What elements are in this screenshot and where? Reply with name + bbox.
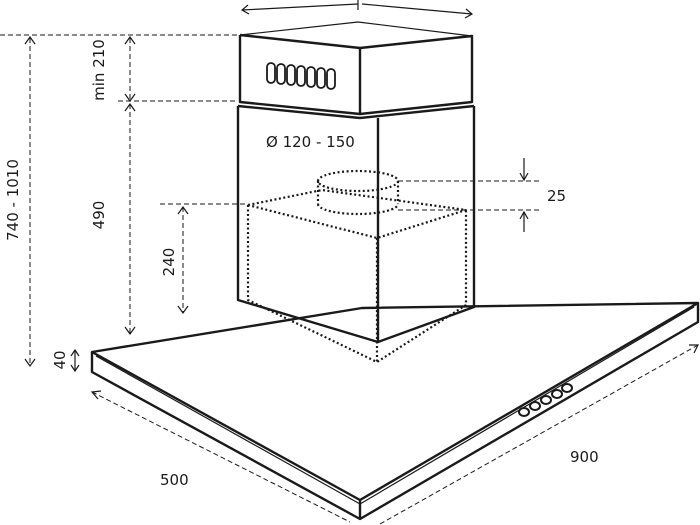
dim-240-arrow-top	[177, 205, 189, 215]
dim-900-arrow-right	[689, 344, 699, 354]
dim-25-arrow-bottom	[519, 210, 529, 220]
label-900: 900	[570, 448, 599, 466]
chimney	[236, 21, 476, 344]
label-490: 490	[90, 201, 108, 230]
top-dim-right	[361, 3, 473, 15]
chimney-lower-top-edge-right	[359, 104, 475, 120]
label-25: 25	[547, 187, 566, 205]
vent-slot-4	[296, 65, 306, 87]
label-duct-diameter: Ø 120 - 150	[266, 133, 355, 151]
vent-slot-7	[326, 68, 336, 90]
duct-collar	[316, 169, 400, 216]
dim-490-arrow-bottom	[124, 326, 136, 336]
dim-total-arrow-top	[24, 35, 36, 45]
control-buttons	[518, 383, 573, 417]
dim-total-arrow-bottom	[24, 358, 36, 368]
chimney-top	[239, 21, 473, 49]
top-dim-left-arrow	[240, 4, 250, 15]
dim-490-arrow-top	[124, 102, 136, 112]
dim-40-arrow-top	[70, 348, 80, 357]
duct-collar-bottom	[316, 203, 400, 216]
control-button-3	[540, 395, 552, 405]
control-button-1	[518, 407, 530, 417]
chimney-lower-top-edge	[237, 104, 361, 120]
dimension-labels: 740 - 1010 min 210 490 240 40 Ø 120 - 15…	[4, 39, 599, 489]
dim-min210-arrow-bottom	[124, 93, 136, 103]
canopy-inner-edge	[95, 355, 361, 505]
dim-240-arrow-bottom	[177, 305, 189, 315]
top-dim-left	[241, 3, 359, 11]
control-button-5	[561, 383, 573, 393]
control-button-2	[529, 401, 541, 411]
dim-500-arrow-left	[90, 390, 102, 400]
canopy	[90, 301, 700, 521]
dim-min210-arrow-top	[124, 35, 136, 45]
vent-slot-3	[286, 64, 296, 86]
top-dim-right-arrow	[464, 8, 474, 19]
label-500: 500	[160, 471, 189, 489]
dim-40-arrow-bottom	[70, 364, 80, 373]
vent-slots	[266, 62, 336, 90]
vent-slot-6	[316, 67, 326, 89]
vent-slot-5	[306, 66, 316, 88]
vent-slot-1	[266, 62, 276, 84]
label-240: 240	[160, 248, 178, 277]
dim-900-line	[379, 344, 699, 525]
duct-collar-top	[316, 169, 400, 193]
vent-slot-2	[276, 63, 286, 85]
label-40: 40	[51, 350, 69, 369]
dim-500-line	[91, 391, 351, 523]
control-button-4	[551, 389, 563, 399]
motor-box-sides	[246, 205, 468, 364]
label-total-height: 740 - 1010	[4, 159, 22, 241]
label-min-210: min 210	[90, 39, 108, 101]
dim-25-arrow-top	[519, 172, 529, 182]
canopy-inner-edge-right	[359, 306, 695, 505]
